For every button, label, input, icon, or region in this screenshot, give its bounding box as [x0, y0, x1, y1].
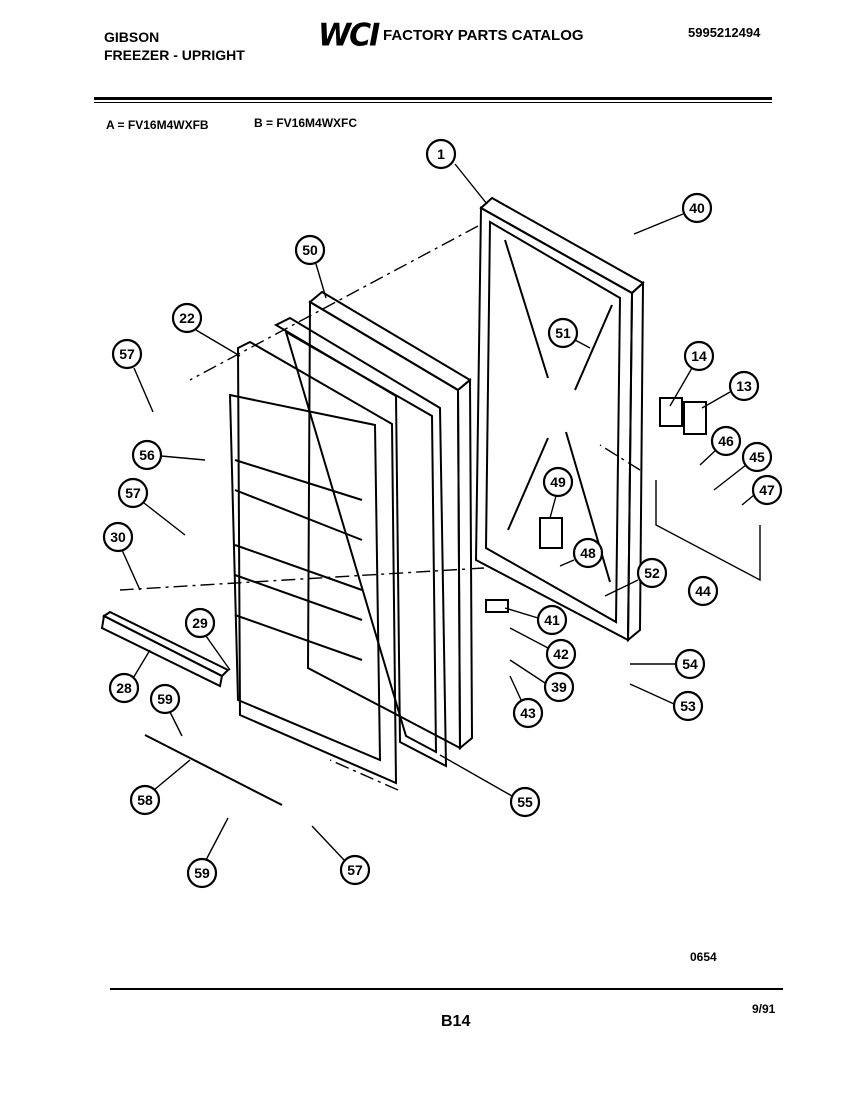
svg-text:57: 57	[347, 862, 363, 878]
callout-13: 13	[701, 370, 760, 409]
svg-text:50: 50	[302, 242, 318, 258]
product-type: FREEZER - UPRIGHT	[104, 47, 245, 63]
svg-text:39: 39	[551, 679, 567, 695]
svg-text:45: 45	[749, 449, 765, 465]
svg-text:59: 59	[157, 691, 173, 707]
door-gasket	[273, 316, 448, 768]
svg-text:57: 57	[125, 485, 141, 501]
callout-54: 54	[630, 648, 706, 680]
callout-59a: 59	[149, 683, 183, 737]
svg-text:51: 51	[555, 325, 571, 341]
svg-text:57: 57	[119, 346, 135, 362]
brand-name: GIBSON	[104, 29, 160, 45]
callout-56: 56	[131, 439, 206, 471]
svg-text:59: 59	[194, 865, 210, 881]
callout-39: 39	[509, 659, 575, 703]
header-rule-thin	[94, 102, 772, 103]
svg-text:1: 1	[437, 146, 445, 162]
svg-text:56: 56	[139, 447, 155, 463]
footer-rule	[110, 988, 783, 990]
callout-43: 43	[509, 675, 544, 729]
svg-text:48: 48	[580, 545, 596, 561]
callout-58: 58	[129, 759, 191, 816]
callout-30: 30	[102, 521, 141, 591]
svg-text:58: 58	[137, 792, 153, 808]
svg-text:28: 28	[116, 680, 132, 696]
handle-cover	[683, 401, 707, 435]
model-b-label: B = FV16M4WXFC	[254, 116, 358, 130]
door-foam-panel	[306, 290, 474, 751]
svg-text:53: 53	[680, 698, 696, 714]
drawing-code: 0654	[690, 950, 717, 964]
callout-45: 45	[713, 441, 773, 491]
callout-28: 28	[108, 649, 151, 704]
page-code: B14	[441, 1013, 471, 1030]
door-latch	[539, 517, 563, 549]
callout-14: 14	[669, 340, 715, 407]
revision-date: 9/91	[752, 1002, 776, 1016]
door-rod	[144, 734, 283, 806]
svg-text:14: 14	[691, 348, 707, 364]
callout-42: 42	[509, 627, 577, 670]
callout-47: 47	[741, 474, 783, 506]
callout-22: 22	[171, 302, 241, 357]
callout-41: 41	[504, 604, 568, 636]
callout-57c: 57	[311, 825, 371, 886]
header-rule	[94, 97, 772, 100]
svg-text:30: 30	[110, 529, 126, 545]
svg-text:54: 54	[682, 656, 698, 672]
door-shelf-bar	[100, 610, 230, 688]
door-outer-panel	[474, 196, 645, 643]
svg-text:41: 41	[544, 612, 560, 628]
callout-40: 40	[633, 192, 713, 235]
callout-53: 53	[629, 683, 704, 722]
catalog-title: FACTORY PARTS CATALOG	[383, 27, 584, 44]
svg-text:22: 22	[179, 310, 195, 326]
callout-48: 48	[559, 537, 604, 569]
callout-50: 50	[294, 234, 327, 299]
svg-text:42: 42	[553, 646, 569, 662]
callout-57a: 57	[111, 338, 154, 413]
catalog-number: 5995212494	[688, 25, 761, 40]
callout-52: 52	[604, 557, 668, 597]
callout-51: 51	[547, 317, 591, 349]
svg-text:13: 13	[736, 378, 752, 394]
model-a-label: A = FV16M4WXFB	[106, 118, 209, 132]
callout-44: 44	[687, 575, 719, 607]
wci-logo: WCI	[318, 17, 380, 54]
svg-text:47: 47	[759, 482, 775, 498]
callout-46: 46	[699, 425, 742, 466]
svg-text:55: 55	[517, 794, 533, 810]
svg-text:43: 43	[520, 705, 536, 721]
svg-text:52: 52	[644, 565, 660, 581]
callout-49: 49	[542, 466, 574, 519]
svg-text:40: 40	[689, 200, 705, 216]
handle-bracket	[659, 397, 683, 427]
callout-1: 1	[425, 138, 488, 205]
callout-59b: 59	[186, 817, 229, 889]
callout-29: 29	[184, 607, 231, 671]
svg-text:46: 46	[718, 433, 734, 449]
svg-text:49: 49	[550, 474, 566, 490]
svg-text:29: 29	[192, 615, 208, 631]
callout-57b: 57	[117, 477, 186, 536]
callout-55: 55	[439, 754, 541, 818]
hinge-plate	[485, 599, 509, 613]
door-inner-liner	[228, 340, 398, 785]
svg-text:44: 44	[695, 583, 711, 599]
